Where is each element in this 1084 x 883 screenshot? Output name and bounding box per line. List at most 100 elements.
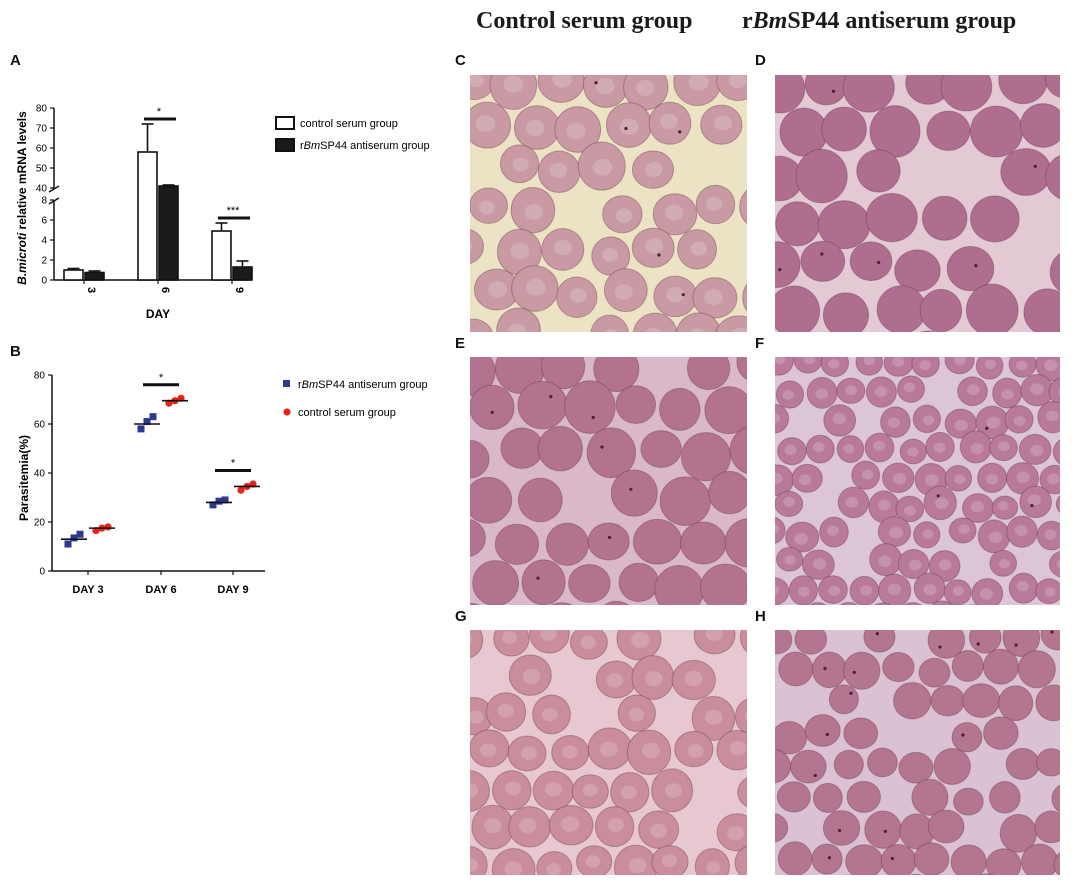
cell-pallor bbox=[958, 524, 970, 535]
red-blood-cell bbox=[975, 357, 1004, 380]
chart-b-legend-marker-control bbox=[283, 408, 291, 416]
red-blood-cell bbox=[737, 777, 747, 808]
red-blood-cell bbox=[775, 546, 804, 572]
cell-pallor bbox=[860, 585, 873, 596]
cell-pallor bbox=[782, 390, 794, 400]
red-blood-cell bbox=[896, 375, 925, 403]
red-blood-cell bbox=[775, 577, 790, 605]
cell-pallor bbox=[641, 742, 661, 759]
cell-pallor bbox=[1044, 587, 1056, 597]
red-blood-cell bbox=[913, 842, 950, 875]
red-blood-cell bbox=[775, 241, 801, 288]
parasite-dot bbox=[549, 395, 553, 399]
cell-pallor bbox=[797, 586, 810, 597]
red-blood-cell bbox=[1039, 464, 1060, 495]
parasite-dot bbox=[1033, 164, 1037, 168]
parasite-dot bbox=[820, 252, 824, 256]
chart-b-point-antiserum bbox=[137, 425, 145, 433]
cell-pallor bbox=[544, 782, 562, 797]
cell-pallor bbox=[783, 496, 796, 507]
red-blood-cell bbox=[865, 376, 897, 408]
cell-pallor bbox=[985, 473, 999, 485]
parasite-dot bbox=[827, 856, 831, 860]
cell-pallor bbox=[580, 635, 596, 650]
red-blood-cell bbox=[517, 477, 563, 523]
chart-b-point-antiserum bbox=[64, 540, 72, 548]
cell-pallor bbox=[510, 243, 530, 259]
chart-a-bar bbox=[211, 230, 232, 281]
red-blood-cell bbox=[736, 357, 747, 381]
red-blood-cell bbox=[511, 265, 559, 312]
cell-pallor bbox=[935, 497, 949, 510]
cell-pallor bbox=[525, 119, 545, 136]
parasite-dot bbox=[1030, 503, 1034, 508]
red-blood-cell bbox=[851, 460, 881, 490]
cell-pallor bbox=[607, 818, 624, 833]
cell-pallor bbox=[585, 855, 601, 868]
red-blood-cell bbox=[633, 312, 678, 332]
red-blood-cell bbox=[545, 522, 590, 566]
red-blood-cell bbox=[845, 844, 884, 875]
chart-a-ylabel-italic: B.microti bbox=[15, 232, 29, 285]
red-blood-cell bbox=[610, 771, 650, 813]
red-blood-cell bbox=[659, 387, 701, 431]
cell-pallor bbox=[1001, 389, 1014, 400]
cell-pallor bbox=[878, 499, 891, 511]
parasite-dot bbox=[976, 642, 980, 646]
chart-b-legend-control: control serum group bbox=[298, 407, 396, 419]
red-blood-cell bbox=[898, 751, 934, 784]
chart-a-y-tick-label: 50 bbox=[36, 164, 48, 175]
red-blood-cell bbox=[517, 380, 568, 430]
red-blood-cell bbox=[930, 684, 966, 717]
parasite-dot bbox=[875, 632, 879, 636]
chart-b-legend-antiserum-prefix: r bbox=[298, 379, 302, 391]
cell-pallor bbox=[666, 286, 685, 303]
parasite-dot bbox=[490, 410, 494, 414]
cell-pallor bbox=[661, 854, 677, 868]
cell-pallor bbox=[645, 238, 664, 254]
red-blood-cell bbox=[571, 774, 609, 809]
red-blood-cell bbox=[470, 846, 488, 875]
chart-b-x-tick-label: DAY 9 bbox=[217, 584, 248, 596]
red-blood-cell bbox=[822, 292, 870, 332]
red-blood-cell bbox=[777, 437, 807, 466]
cell-pallor bbox=[507, 323, 526, 332]
red-blood-cell bbox=[912, 404, 941, 434]
red-blood-cell bbox=[631, 150, 675, 189]
panel-label-c: C bbox=[455, 52, 466, 69]
chart-b-point-antiserum bbox=[221, 496, 229, 504]
cell-pallor bbox=[1056, 559, 1060, 569]
red-blood-cell bbox=[470, 630, 484, 659]
red-blood-cell bbox=[742, 283, 747, 312]
red-blood-cell bbox=[470, 229, 484, 264]
red-blood-cell bbox=[1053, 852, 1060, 875]
red-blood-cell bbox=[594, 806, 635, 848]
red-blood-cell bbox=[470, 476, 513, 524]
red-blood-cell bbox=[944, 357, 975, 375]
red-blood-cell bbox=[864, 432, 895, 463]
red-blood-cell bbox=[777, 841, 813, 875]
cell-pallor bbox=[812, 442, 825, 453]
red-blood-cell bbox=[507, 735, 547, 772]
red-blood-cell bbox=[775, 630, 793, 655]
cell-pallor bbox=[784, 555, 796, 565]
chart-a-x-tick-label: 6 bbox=[159, 287, 171, 293]
red-blood-cell bbox=[864, 810, 902, 849]
red-blood-cell bbox=[470, 602, 480, 605]
red-blood-cell bbox=[856, 149, 901, 193]
red-blood-cell bbox=[881, 462, 915, 494]
parasite-dot bbox=[657, 253, 661, 257]
red-blood-cell bbox=[953, 787, 984, 816]
cell-pallor bbox=[470, 241, 473, 251]
cell-pallor bbox=[619, 118, 639, 135]
red-blood-cell bbox=[472, 560, 520, 605]
cell-pallor bbox=[561, 745, 578, 759]
red-blood-cell bbox=[631, 227, 675, 268]
red-blood-cell bbox=[674, 730, 714, 768]
red-blood-cell bbox=[1019, 103, 1060, 148]
chart-b-significance-label: * bbox=[159, 372, 164, 384]
red-blood-cell bbox=[775, 721, 808, 755]
red-blood-cell bbox=[877, 573, 912, 605]
cell-pallor bbox=[520, 746, 537, 760]
cell-pallor bbox=[908, 559, 922, 571]
